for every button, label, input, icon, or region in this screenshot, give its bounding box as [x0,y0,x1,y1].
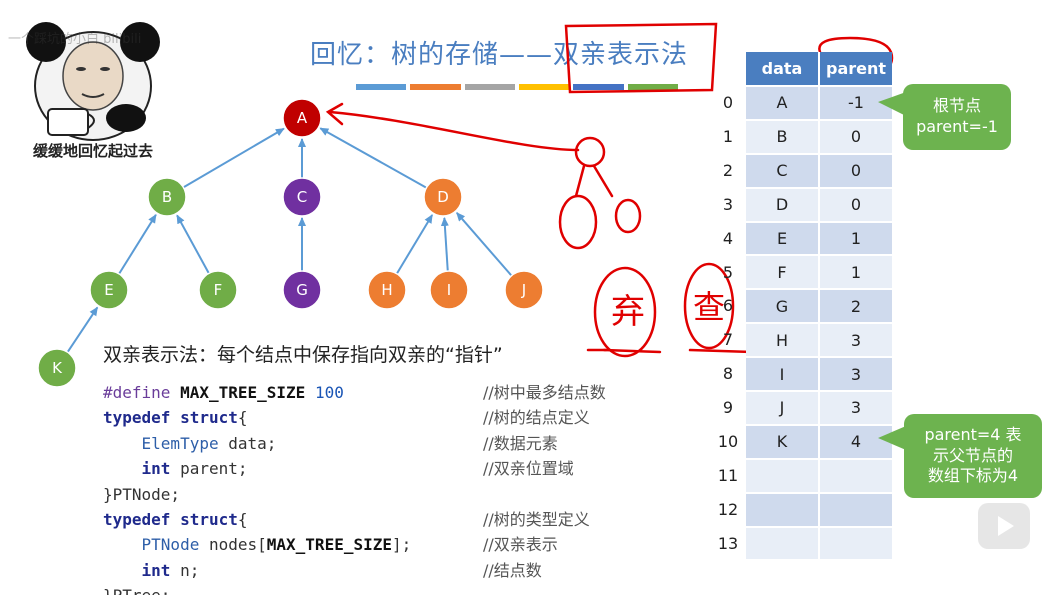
callout-parent4-line3: 数组下标为4 [928,466,1018,487]
table-row: G2 [746,288,892,322]
array-index: 13 [708,534,748,553]
cell-data: E [746,223,820,255]
code-comment: //数据元素 [483,431,558,456]
code-comment: //双亲位置域 [483,456,574,481]
array-index: 3 [708,195,748,214]
code-line: typedef struct{//树的结点定义 [103,405,411,430]
table-row [746,492,892,526]
array-index: 8 [708,364,748,383]
callout-root: 根节点 parent=-1 [903,84,1011,150]
table-row: A-1 [746,85,892,119]
code-block: #define MAX_TREE_SIZE 100//树中最多结点数 typed… [103,380,411,595]
code-comment: //树中最多结点数 [483,380,606,405]
code-line: int parent;//双亲位置域 [103,456,411,481]
cell-data: I [746,358,820,390]
code-line: }PTNode; [103,482,411,507]
cell-data: F [746,256,820,288]
table-header: data parent [746,52,892,85]
code-comment: //树的类型定义 [483,507,590,532]
sketch-child-node [616,200,640,232]
table-row: C0 [746,153,892,187]
cell-data [746,460,820,492]
code-line: }PTree; [103,583,411,595]
description-text: 双亲表示法：每个结点中保存指向双亲的“指针” [103,340,503,367]
code-line: #define MAX_TREE_SIZE 100//树中最多结点数 [103,380,411,405]
handwritten-glyph-discard: 弃 [611,292,645,332]
title-highlight-box [566,24,716,92]
array-index: 9 [708,398,748,417]
cell-data: J [746,392,820,424]
underline [690,350,752,352]
cell-parent [820,460,892,492]
callout-parent4-line2: 示父节点的 [933,446,1013,467]
callout-parent4-pointer [876,420,906,460]
cell-parent: 0 [820,189,892,221]
cell-parent: 1 [820,256,892,288]
cell-parent [820,494,892,526]
play-icon [998,516,1014,536]
cell-data: G [746,290,820,322]
sketch-edge [576,166,584,196]
array-index: 6 [708,296,748,315]
array-index: 5 [708,263,748,282]
code-line: int n;//结点数 [103,558,411,583]
callout-parent4-line1: parent=4 表 [924,425,1021,446]
cell-data: C [746,155,820,187]
array-index: 10 [708,432,748,451]
array-index: 7 [708,330,748,349]
table-row [746,458,892,492]
callout-parent4: parent=4 表 示父节点的 数组下标为4 [904,414,1042,498]
cell-parent: 3 [820,324,892,356]
cell-parent: 1 [820,223,892,255]
cell-data: A [746,87,820,119]
red-arrow-line [330,112,578,150]
cell-parent: 3 [820,358,892,390]
callout-root-line1: 根节点 [933,96,981,117]
header-data: data [746,52,820,85]
code-line: typedef struct{//树的类型定义 [103,507,411,532]
cell-data [746,528,820,560]
play-button[interactable] [978,503,1030,549]
sketch-child-node [560,196,596,248]
array-index: 2 [708,161,748,180]
array-index: 1 [708,127,748,146]
sketch-root-node [576,138,604,166]
code-comment: //双亲表示 [483,532,558,557]
cell-parent [820,528,892,560]
array-index: 12 [708,500,748,519]
cell-data [746,494,820,526]
cell-parent: 2 [820,290,892,322]
table-row [746,526,892,560]
array-index: 0 [708,93,748,112]
callout-root-line2: parent=-1 [916,117,998,138]
array-index: 11 [708,466,748,485]
sketch-edge [594,166,612,196]
cell-data: K [746,426,820,458]
cell-data: H [746,324,820,356]
table-row: I3 [746,356,892,390]
array-index: 4 [708,229,748,248]
table-row: B0 [746,119,892,153]
code-line: ElemType data;//数据元素 [103,431,411,456]
code-comment: //树的结点定义 [483,405,590,430]
cell-data: D [746,189,820,221]
code-comment: //结点数 [483,558,542,583]
cell-data: B [746,121,820,153]
code-line: PTNode nodes[MAX_TREE_SIZE];//双亲表示 [103,532,411,557]
